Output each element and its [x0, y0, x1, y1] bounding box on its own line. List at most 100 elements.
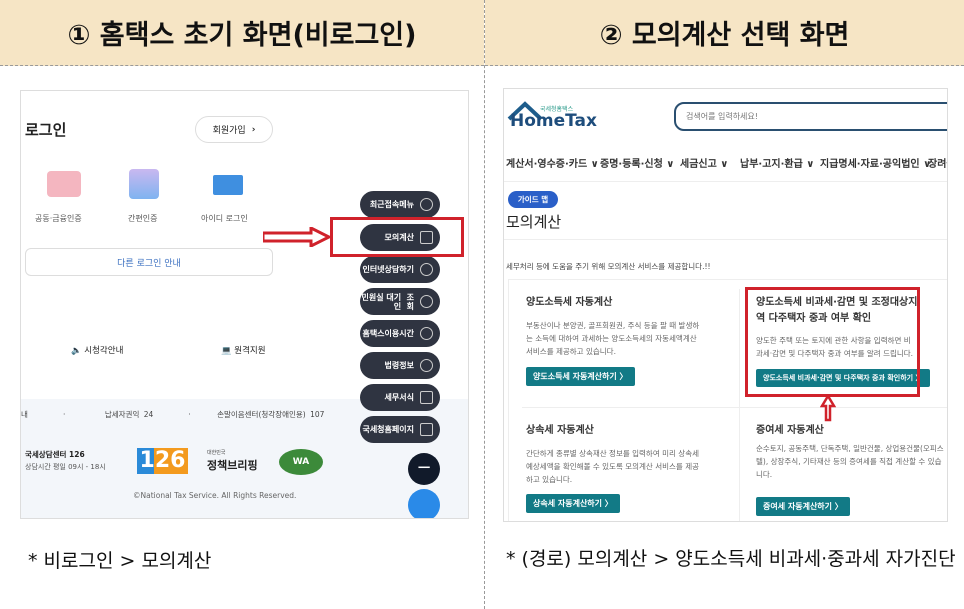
separator: ·: [62, 410, 66, 419]
signup-label: 회원가입: [212, 126, 246, 136]
footer-link[interactable]: 손말이음센터(청각장애인용) 107: [217, 410, 325, 419]
label: 상담하기: [384, 265, 414, 274]
accessibility-label: 시청각안내: [84, 346, 124, 356]
label: 홈택스: [362, 329, 385, 338]
card-desc: 간단하게 종류별 상속재산 정보를 입력하여 미리 상속세 예상세액을 확인해볼…: [526, 449, 700, 484]
side-law[interactable]: 법령정보: [360, 352, 440, 379]
guide-map-badge[interactable]: 가이드 맵: [508, 191, 558, 208]
label: 홈페이지: [384, 425, 414, 434]
collapse-button[interactable]: −: [408, 453, 440, 485]
document-icon: [420, 391, 433, 404]
logo-small: 국세청홈택스: [540, 106, 574, 113]
divider: [739, 289, 740, 521]
search-input[interactable]: [674, 102, 947, 131]
card-title: 양도소득세 자동계산: [526, 297, 613, 308]
gift-tax-calc-button[interactable]: 증여세 자동계산하기 〉: [756, 497, 850, 516]
chevron-right-icon: ›: [251, 124, 256, 135]
highlight-box: [745, 287, 920, 397]
footer-link[interactable]: 내: [21, 410, 28, 419]
laptop-icon: 💻: [221, 346, 232, 356]
nav-item[interactable]: 납부·고지·환급 ∨: [740, 159, 815, 170]
nav-item[interactable]: 증명·등록·신청 ∨: [600, 159, 675, 170]
remote-support-link[interactable]: 💻 원격지원: [221, 344, 266, 356]
label: 법령정보: [384, 361, 414, 370]
divider: [522, 407, 947, 408]
signup-button[interactable]: 회원가입 ›: [195, 116, 273, 143]
house-logo-icon: [507, 101, 543, 121]
nontax-check-button[interactable]: 양도소득세 비과세·감면 및 다주택자 중과 확인하기 〉: [756, 369, 930, 387]
side-mock-calc[interactable]: 모의계산: [360, 224, 440, 251]
hometax-login-screenshot: 로그인 회원가입 › 공동·금융인증 간편인증 아이디 로그인 다른 로그인 안내…: [20, 90, 469, 519]
copyright: ©National Tax Service. All Rights Reserv…: [133, 491, 297, 500]
wa-logo: WA: [279, 449, 323, 475]
chat-icon: [420, 263, 433, 276]
card-desc: 양도한 주택 또는 토지에 관한 사항을 입력하면 비과세·감면 및 다주택자 …: [756, 336, 914, 358]
card-container: [508, 279, 947, 521]
arrow-up-icon: [820, 394, 836, 422]
chatbot-icon[interactable]: [408, 489, 440, 518]
nav-item[interactable]: 장려금: [928, 159, 947, 170]
arrow-right-icon: [263, 227, 331, 247]
people-icon: [420, 295, 433, 308]
label: 최근: [369, 200, 385, 209]
label: 민원실 대기인: [361, 292, 402, 311]
calculator-icon: [420, 231, 433, 244]
footer-links: 내 · 납세자권익 24 · 손말이음센터(청각장애인용) 107: [21, 409, 324, 420]
highlight-box: [330, 217, 464, 257]
divider: [504, 239, 947, 240]
label: 인터넷: [362, 265, 385, 274]
footer-link[interactable]: 납세자권익 24: [104, 410, 154, 419]
label: 이용시간: [384, 329, 414, 338]
capital-gains-calc-button[interactable]: 양도소득세 자동계산하기 〉: [526, 367, 635, 386]
card-title: 양도소득세 비과세·감면 및 조정대상지역 다주택자 중과 여부 확인: [756, 297, 918, 324]
method-id[interactable]: 아이디 로그인: [201, 214, 248, 223]
label: 세무서식: [384, 393, 414, 402]
inheritance-calc-button[interactable]: 상속세 자동계산하기 〉: [526, 494, 620, 513]
center-name: 국세상담센터 126: [25, 450, 85, 459]
right-heading: ② 모의계산 선택 화면: [485, 0, 964, 66]
left-note: * 비로그인 > 모의계산: [28, 550, 212, 572]
intro-text: 세무처리 등에 도움을 주기 위해 모의계산 서비스를 제공합니다.!!: [506, 262, 711, 271]
side-forms[interactable]: 세무서식: [360, 384, 440, 411]
column-divider: [484, 0, 485, 609]
accessibility-link[interactable]: 🔈 시청각안내: [71, 344, 123, 356]
policy-logo-small: 대한민국: [207, 450, 226, 456]
label: 접속메뉴: [384, 200, 414, 209]
login-title: 로그인: [25, 121, 67, 139]
right-note: * (경로) 모의계산 > 양도소득세 비과세·중과세 자가진단: [506, 548, 956, 570]
hometax-logo: HomeTax: [510, 111, 597, 131]
card-desc: 부동산이나 분양권, 골프회원권, 주식 등을 팔 때 발생하는 소득에 대하여…: [526, 321, 700, 356]
card-title: 상속세 자동계산: [526, 425, 594, 436]
mock-calc-screenshot: 국세청홈택스 HomeTax 계산서·영수증·카드 ∨ 증명·등록·신청 ∨ 세…: [503, 88, 948, 522]
building-icon: [420, 423, 433, 436]
other-login-button[interactable]: 다른 로그인 안내: [25, 248, 273, 276]
certificate-icon: [47, 171, 81, 197]
logo-126: 126: [137, 448, 188, 474]
label: 국세청: [362, 425, 385, 434]
alarm-icon: [420, 327, 433, 340]
nav-item[interactable]: 세금신고 ∨: [680, 159, 729, 170]
center-hours: 상담시간 평일 09시 - 18시: [25, 463, 106, 471]
method-cert[interactable]: 공동·금융인증: [35, 214, 82, 223]
label: 조회: [406, 292, 414, 311]
card-title: 증여세 자동계산: [756, 425, 824, 436]
left-heading: ① 홈택스 초기 화면(비로그인): [0, 0, 484, 66]
nav-item[interactable]: 계산서·영수증·카드 ∨: [506, 159, 599, 170]
id-login-icon: [213, 175, 243, 195]
gavel-icon: [420, 359, 433, 372]
page-title: 모의계산: [506, 213, 562, 231]
nav-item[interactable]: 지급명세·자료·공익법인 ∨: [820, 159, 932, 170]
policy-briefing-logo: 정책브리핑: [207, 459, 258, 472]
divider: [504, 181, 947, 182]
method-simple[interactable]: 간편인증: [128, 214, 158, 223]
simple-auth-icon: [129, 169, 159, 199]
separator: ·: [188, 410, 191, 419]
speaker-icon: 🔈: [71, 346, 82, 356]
label: 모의계산: [384, 233, 414, 242]
remote-label: 원격지원: [234, 346, 266, 356]
